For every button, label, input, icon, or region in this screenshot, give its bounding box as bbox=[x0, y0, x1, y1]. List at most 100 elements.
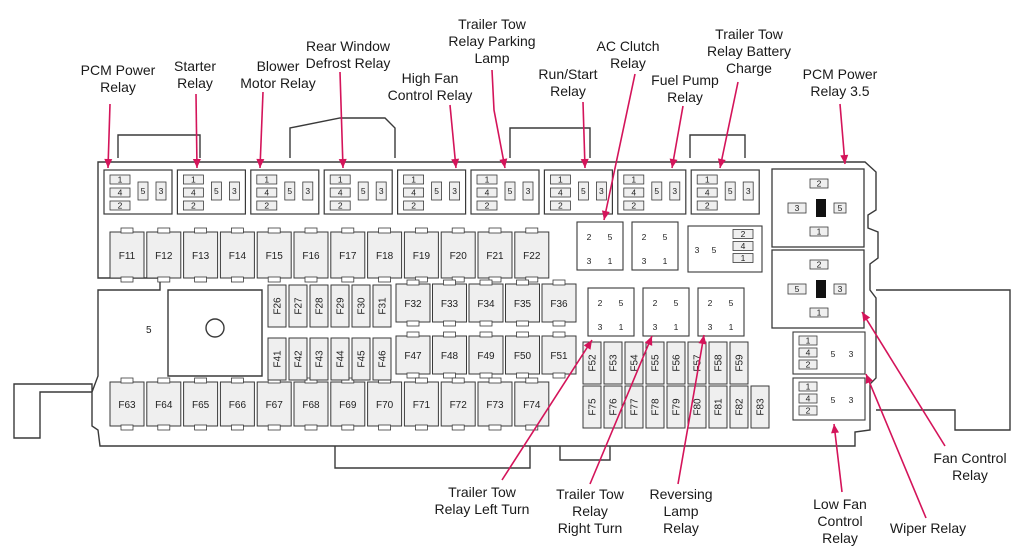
relay-pin: 4 bbox=[705, 188, 710, 198]
fuse-label: F19 bbox=[413, 251, 431, 262]
leader-line-6 bbox=[580, 101, 589, 169]
fuse-label: F48 bbox=[441, 351, 459, 362]
relay-pin: 1 bbox=[663, 256, 668, 266]
relay-pin: 2 bbox=[817, 179, 822, 189]
relay-pin: 5 bbox=[141, 186, 146, 196]
leader-line-8 bbox=[669, 105, 684, 169]
relay-pin: 5 bbox=[287, 186, 292, 196]
relay-pin: 1 bbox=[118, 175, 123, 185]
fuse-f67: F67 bbox=[256, 377, 292, 431]
fuse-f45: F45 bbox=[351, 337, 371, 381]
relay-pin: 3 bbox=[232, 186, 237, 196]
relay-pin: 3 bbox=[526, 186, 531, 196]
fuse-label: F17 bbox=[339, 251, 357, 262]
relay-pin: 4 bbox=[485, 188, 490, 198]
fuse-label: F45 bbox=[357, 350, 368, 368]
relay-pin: 5 bbox=[214, 186, 219, 196]
relay-pin: 5 bbox=[663, 232, 668, 242]
leader-line-9 bbox=[717, 81, 739, 169]
fuse-label: F57 bbox=[693, 354, 704, 372]
fuse-f48: F48 bbox=[432, 331, 467, 379]
fuse-label: F63 bbox=[118, 400, 136, 411]
relay-pin: 2 bbox=[806, 360, 811, 370]
relay-pin: 2 bbox=[485, 201, 490, 211]
relay-pin: 1 bbox=[729, 322, 734, 332]
fuse-label: F14 bbox=[229, 251, 247, 262]
relay-pin: 3 bbox=[379, 186, 384, 196]
fuse-label: F44 bbox=[336, 350, 347, 368]
fuse-label: F75 bbox=[588, 398, 599, 416]
fuse-f28: F28 bbox=[309, 284, 329, 328]
fuse-box-housing bbox=[13, 117, 1011, 469]
fuse-f36: F36 bbox=[541, 279, 577, 327]
fuse-label: F71 bbox=[413, 400, 431, 411]
fuse-label: F18 bbox=[376, 251, 394, 262]
fuse-f22: F22 bbox=[514, 227, 550, 283]
fuse-f51: F51 bbox=[541, 331, 577, 379]
relay-pin: 3 bbox=[695, 245, 700, 255]
relay-pin: 1 bbox=[619, 322, 624, 332]
fuse-f70: F70 bbox=[367, 377, 403, 431]
relay-pin: 3 bbox=[849, 349, 854, 359]
fuse-label: F13 bbox=[192, 251, 210, 262]
relay-pin: 1 bbox=[817, 308, 822, 318]
relay-pin: 4 bbox=[741, 241, 746, 251]
relay-pin: 5 bbox=[831, 349, 836, 359]
relay-pin: 2 bbox=[558, 201, 563, 211]
fuse-label: F82 bbox=[735, 398, 746, 416]
fuse-f19: F19 bbox=[403, 227, 439, 283]
leader-line-16 bbox=[501, 339, 593, 481]
relay-pin: 3 bbox=[159, 186, 164, 196]
fuse-label: F29 bbox=[336, 297, 347, 315]
fuse-f66: F66 bbox=[219, 377, 255, 431]
relay-pin: 2 bbox=[817, 260, 822, 270]
relay-pin: 3 bbox=[598, 322, 603, 332]
fuse-f31: F31 bbox=[372, 284, 392, 328]
relay-pin: 1 bbox=[191, 175, 196, 185]
fuse-f83: F83 bbox=[750, 385, 770, 429]
relay-pin: 2 bbox=[708, 298, 713, 308]
relay-pin: 3 bbox=[849, 395, 854, 405]
label-run-start-relay: Run/Start Relay bbox=[538, 66, 598, 99]
relay-pin: 4 bbox=[191, 188, 196, 198]
label-wiper-relay: Wiper Relay bbox=[889, 520, 967, 536]
fuse-label: F43 bbox=[315, 350, 326, 368]
fuse-f64: F64 bbox=[146, 377, 182, 431]
fuse-f49: F49 bbox=[468, 331, 504, 379]
fuse-f44: F44 bbox=[330, 337, 350, 381]
relay-pin: 1 bbox=[674, 322, 679, 332]
label-reversing-lamp-relay: Reversing Lamp Relay bbox=[649, 486, 713, 536]
relay-pin: 2 bbox=[598, 298, 603, 308]
fuse-label: F68 bbox=[302, 400, 320, 411]
relay-pin: 4 bbox=[806, 348, 811, 358]
relay-pin: 1 bbox=[705, 175, 710, 185]
relay-pin: 2 bbox=[191, 201, 196, 211]
leader-line-14 bbox=[677, 334, 707, 485]
fuse-label: F33 bbox=[441, 299, 459, 310]
label-fuel-pump-relay: Fuel Pump Relay bbox=[651, 72, 719, 105]
relay-pin: 5 bbox=[581, 186, 586, 196]
fuse-f58: F58 bbox=[708, 341, 728, 385]
fuse-label: F41 bbox=[273, 350, 284, 368]
fuse-f72: F72 bbox=[440, 377, 476, 431]
relay-pin: 5 bbox=[608, 232, 613, 242]
relay-top-1: 1 4 2 5 3 bbox=[176, 169, 246, 215]
relay-pin: 3 bbox=[708, 322, 713, 332]
fuse-f21: F21 bbox=[477, 227, 513, 283]
relay-pin: 2 bbox=[741, 229, 746, 239]
fuse-f53: F53 bbox=[603, 341, 623, 385]
fuse-label: F59 bbox=[735, 354, 746, 372]
fuse-label: F67 bbox=[266, 400, 284, 411]
label-pcm-power-relay: PCM Power Relay bbox=[80, 62, 156, 95]
relay-pin: 1 bbox=[608, 256, 613, 266]
relay-pin: 2 bbox=[338, 201, 343, 211]
fuse-label: F74 bbox=[523, 400, 541, 411]
